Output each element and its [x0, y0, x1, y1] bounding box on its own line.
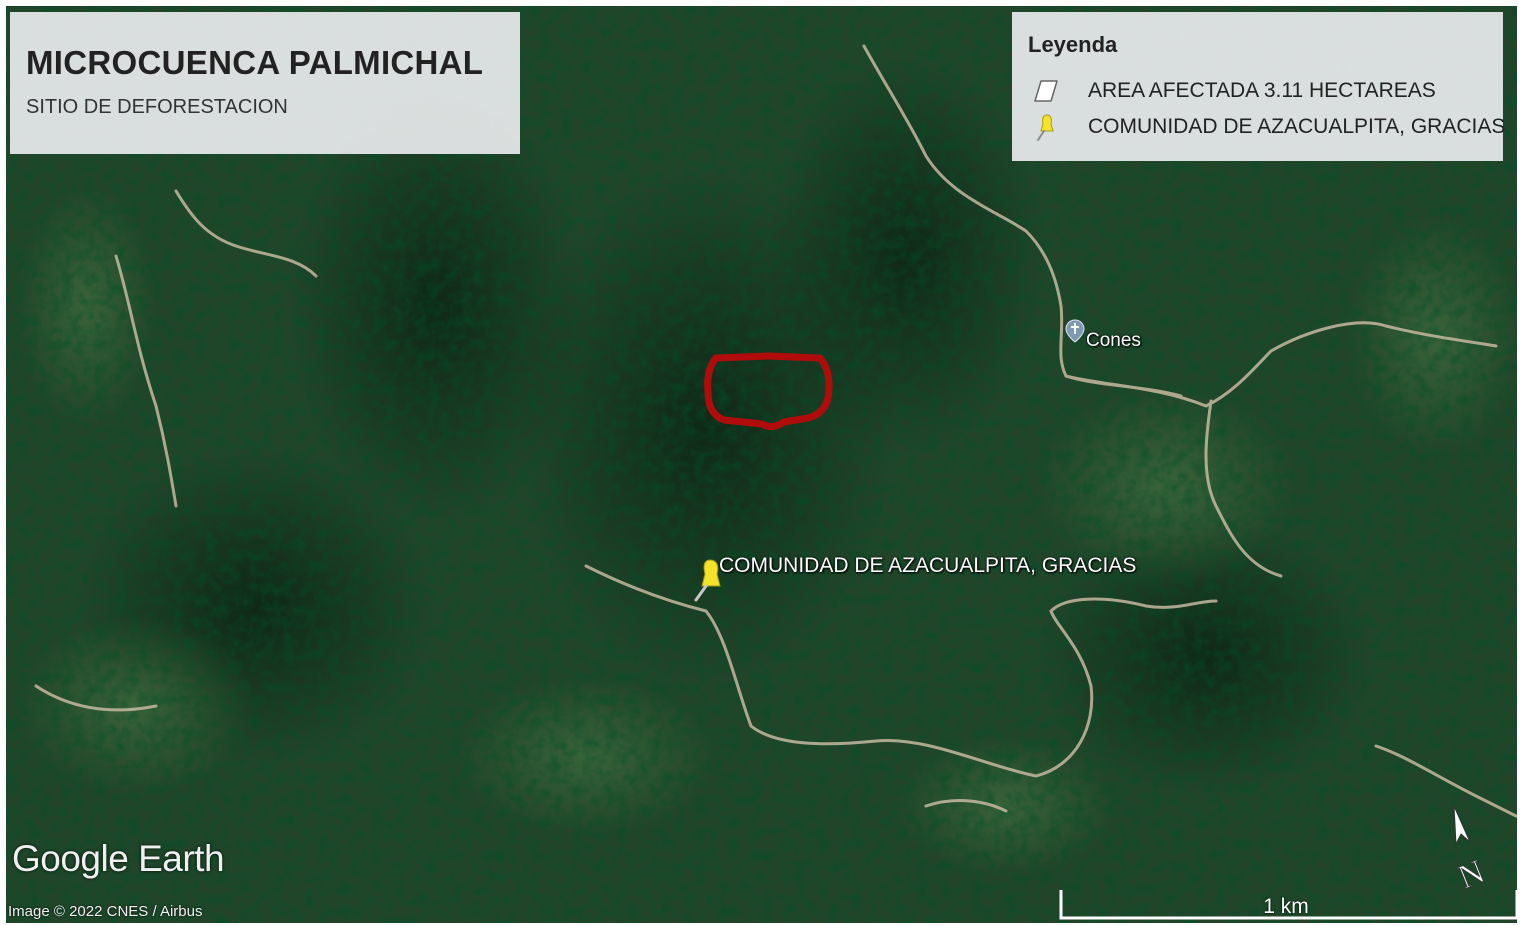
legend-label: AREA AFECTADA 3.11 HECTAREAS: [1088, 79, 1436, 102]
affected-area-polygon[interactable]: [698, 348, 838, 440]
place-label-cones: Cones: [1086, 330, 1141, 351]
legend-item-affected-area: AREA AFECTADA 3.11 HECTAREAS: [1028, 76, 1436, 106]
polygon-outline-icon: [1034, 80, 1058, 102]
yellow-pushpin-icon[interactable]: [692, 556, 728, 602]
legend-item-community: COMUNIDAD DE AZACUALPITA, GRACIAS: [1028, 112, 1505, 142]
legend-label: COMUNIDAD DE AZACUALPITA, GRACIAS: [1088, 115, 1506, 138]
yellow-pushpin-icon: [1037, 114, 1054, 141]
scale-label: 1 km: [1263, 895, 1309, 918]
imagery-attribution: Image © 2022 CNES / Airbus: [8, 903, 203, 920]
church-icon[interactable]: [1065, 319, 1085, 343]
google-earth-logo: Google Earth: [12, 838, 225, 879]
north-label: N: [1453, 853, 1490, 892]
community-map-label: COMUNIDAD DE AZACUALPITA, GRACIAS: [719, 554, 1137, 577]
title-panel: MICROCUENCA PALMICHAL SITIO DE DEFORESTA…: [10, 12, 520, 154]
map-subtitle: SITIO DE DEFORESTACION: [26, 96, 288, 118]
legend-title: Leyenda: [1028, 32, 1118, 57]
map-title: MICROCUENCA PALMICHAL: [26, 44, 484, 81]
north-arrow-icon: N: [1453, 805, 1490, 892]
legend-panel: Leyenda AREA AFECTADA 3.11 HECTAREAS COM…: [1012, 12, 1505, 161]
scale-bar: [1059, 890, 1517, 920]
